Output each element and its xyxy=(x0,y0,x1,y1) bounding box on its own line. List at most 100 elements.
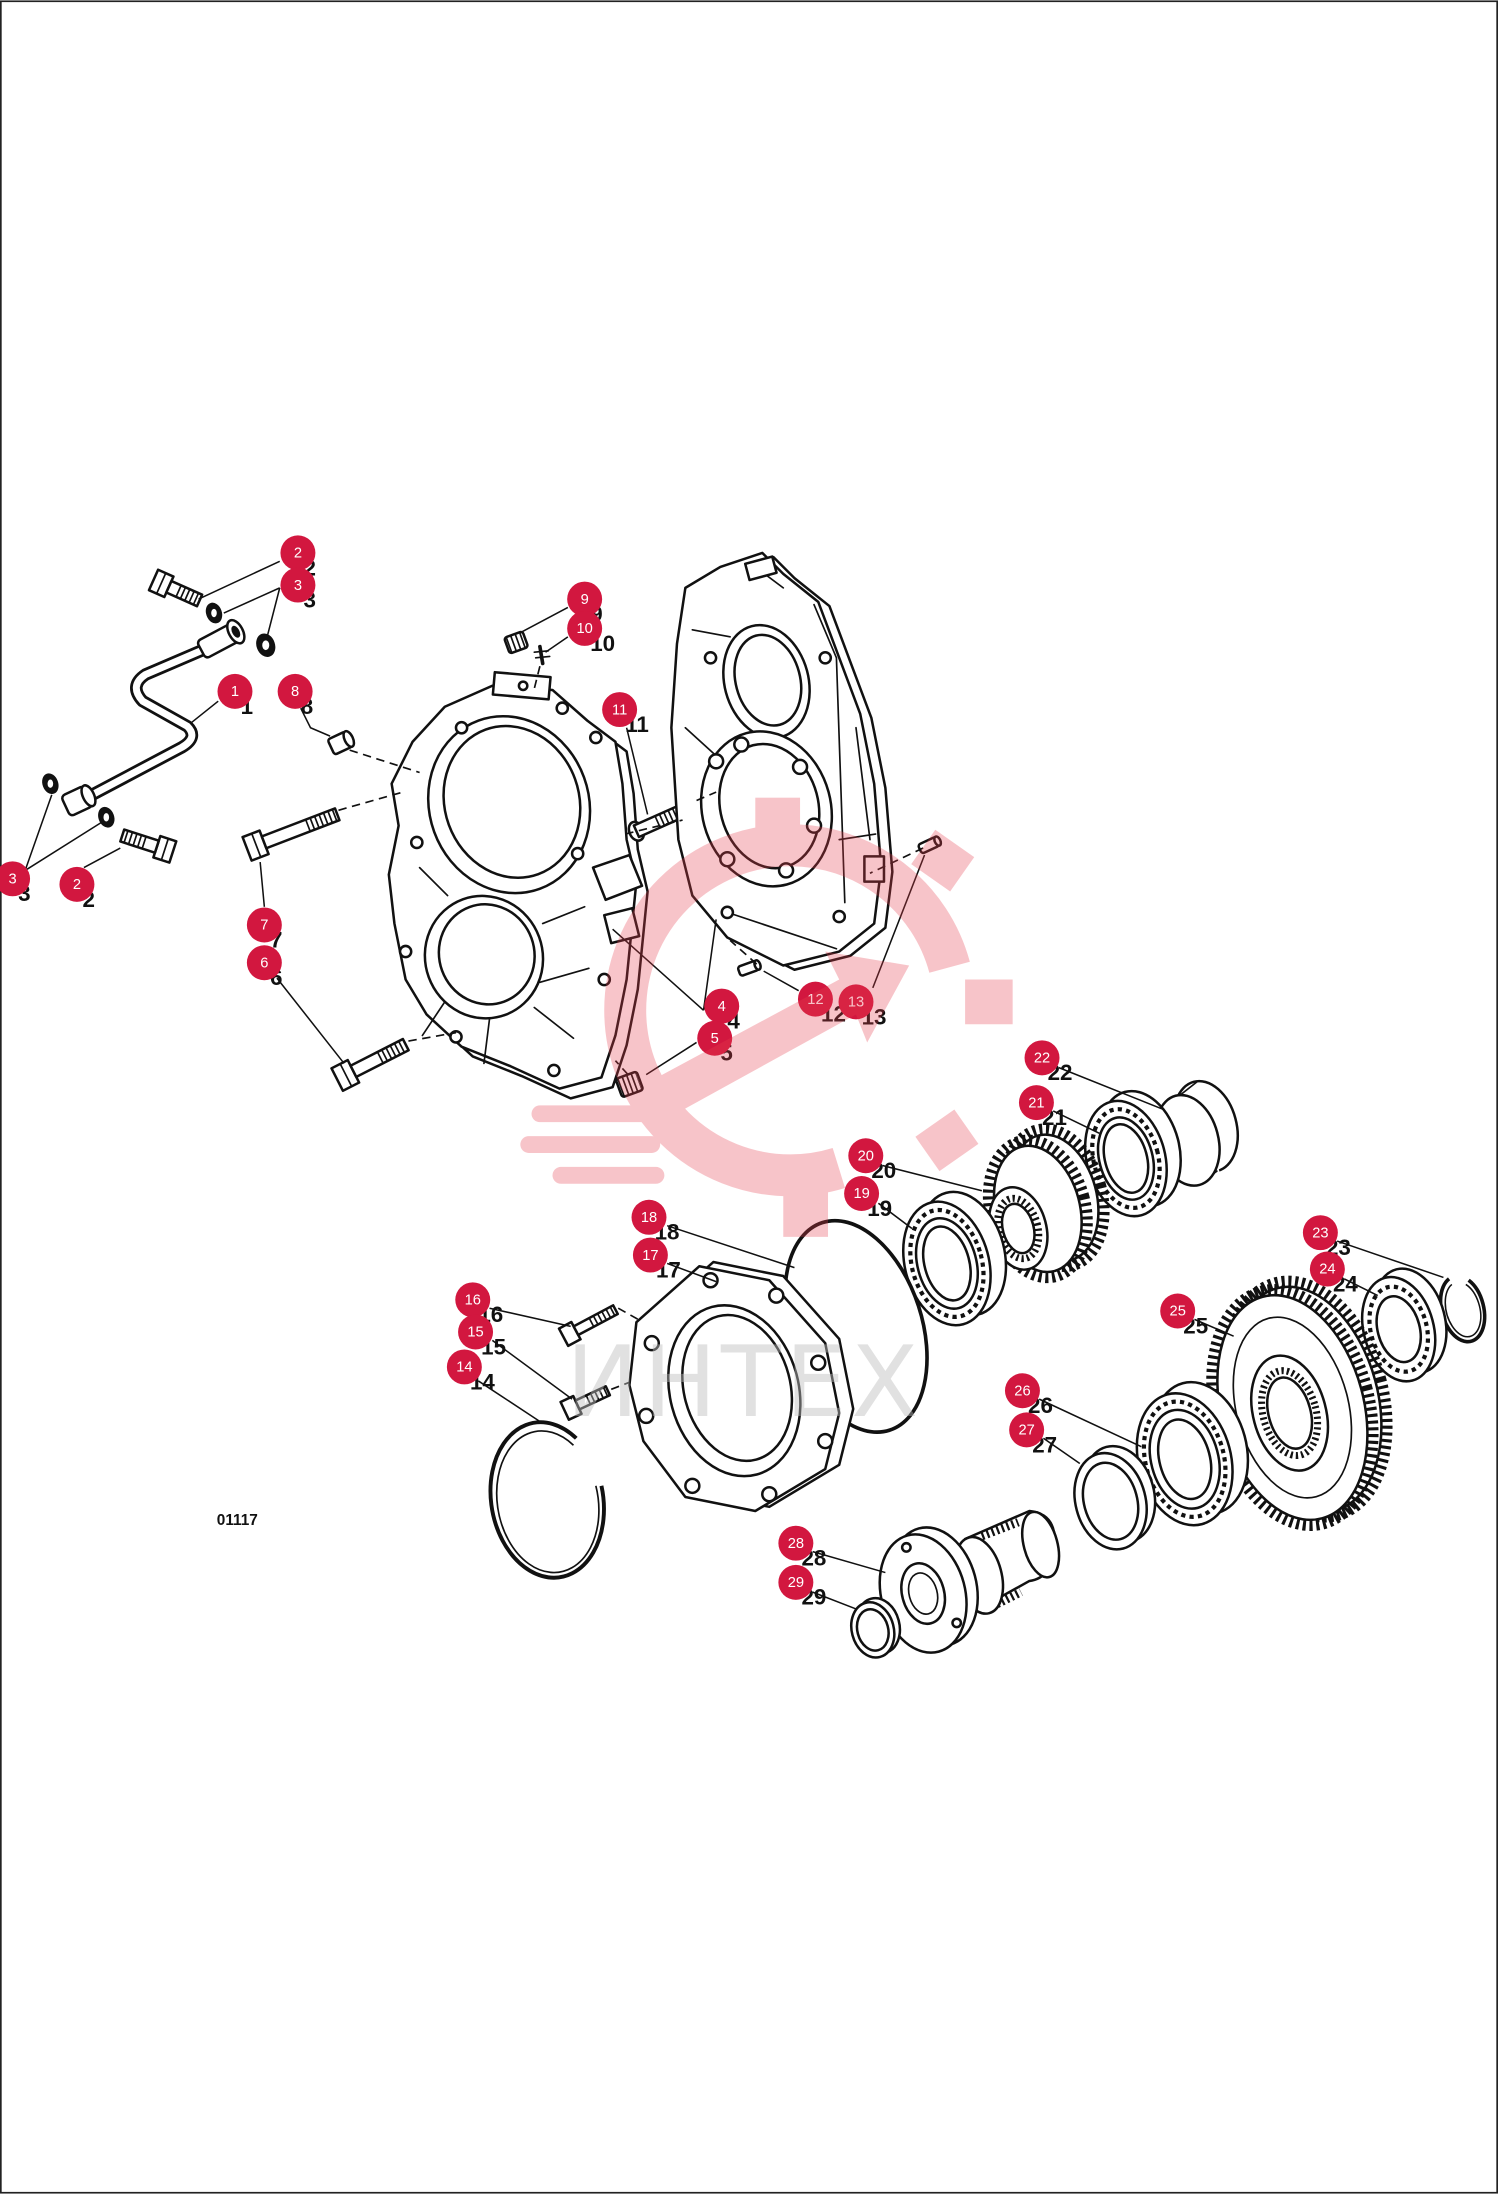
callout-number: 3 xyxy=(9,872,17,888)
callout-8[interactable]: 8 xyxy=(277,673,313,709)
callout-dot xyxy=(246,907,282,943)
rear-housing-cover xyxy=(670,551,894,971)
callout-dot xyxy=(280,535,316,571)
flange-bolt-b xyxy=(559,1385,612,1421)
callout-4[interactable]: 4 xyxy=(704,988,740,1024)
front-housing-cover xyxy=(387,670,649,1100)
banjo-fitting-lower xyxy=(61,784,97,817)
callout-29[interactable]: 29 xyxy=(778,1564,814,1600)
callout-dot xyxy=(1009,1412,1045,1448)
callout-20[interactable]: 20 xyxy=(848,1138,884,1174)
callout-27[interactable]: 27 xyxy=(1009,1412,1045,1448)
sealing-washer-lower-a xyxy=(42,773,59,795)
callout-22[interactable]: 22 xyxy=(1024,1040,1060,1076)
callout-number: 3 xyxy=(294,578,302,594)
callout-dot xyxy=(1018,1085,1054,1121)
callout-15[interactable]: 15 xyxy=(458,1314,494,1350)
callout-16[interactable]: 16 xyxy=(455,1282,491,1318)
callout-7[interactable]: 7 xyxy=(246,907,282,943)
oil-pipe xyxy=(80,634,231,804)
callout-number: 9 xyxy=(581,592,589,608)
callout-number: 13 xyxy=(848,995,864,1011)
callout-13[interactable]: 13 xyxy=(838,984,874,1020)
callout-dot xyxy=(1004,1373,1040,1409)
callout-number: 5 xyxy=(711,1031,719,1047)
callout-number: 6 xyxy=(260,955,268,971)
breather-fitting xyxy=(533,644,551,666)
circlip xyxy=(1438,1277,1487,1344)
callout-26[interactable]: 26 xyxy=(1004,1373,1040,1409)
callout-dot xyxy=(280,567,316,603)
callout-dot xyxy=(838,984,874,1020)
bearing-lower xyxy=(1135,1380,1250,1527)
callout-number: 18 xyxy=(641,1210,657,1226)
housing-bolt-short xyxy=(330,1037,410,1093)
callout-number: 16 xyxy=(465,1293,481,1309)
callout-number: 29 xyxy=(788,1575,804,1591)
callout-5[interactable]: 5 xyxy=(697,1020,733,1056)
callout-14[interactable]: 14 xyxy=(446,1349,482,1385)
snap-ring-large xyxy=(488,1420,606,1580)
callout-23[interactable]: 23 xyxy=(1302,1215,1338,1251)
callout-24[interactable]: 24 xyxy=(1309,1251,1345,1287)
callout-9[interactable]: 9 xyxy=(567,581,603,617)
nut-bottom xyxy=(615,1070,644,1098)
callout-dot xyxy=(632,1237,668,1273)
nut-top xyxy=(503,630,529,655)
callout-11[interactable]: 11 xyxy=(602,692,638,728)
callout-3[interactable]: 3 xyxy=(280,567,316,603)
callout-2[interactable]: 2 xyxy=(280,535,316,571)
figure-code: 01117 xyxy=(217,1512,258,1529)
callout-28[interactable]: 28 xyxy=(778,1525,814,1561)
callout-number: 2 xyxy=(73,877,81,893)
callout-dot xyxy=(1024,1040,1060,1076)
callout-number: 19 xyxy=(853,1186,869,1202)
bearing-right xyxy=(1360,1267,1448,1383)
callout-18[interactable]: 18 xyxy=(631,1199,667,1235)
callout-dot xyxy=(844,1176,880,1211)
callout-dot xyxy=(1302,1215,1338,1251)
callout-number: 11 xyxy=(612,702,627,718)
callout-dot xyxy=(778,1564,814,1600)
callout-21[interactable]: 21 xyxy=(1018,1085,1054,1121)
dowel-pin-b xyxy=(917,835,943,855)
callout-25[interactable]: 25 xyxy=(1160,1293,1196,1329)
callout-dot xyxy=(567,610,603,646)
callout-dot xyxy=(458,1314,494,1350)
callout-number: 15 xyxy=(467,1325,483,1341)
callout-dot xyxy=(246,945,282,981)
dowel-pin-a xyxy=(736,959,762,977)
flange-bolt-a xyxy=(557,1304,620,1348)
callout-19[interactable]: 19 xyxy=(844,1176,880,1211)
callout-dot xyxy=(848,1138,884,1174)
sealing-washer-upper-a xyxy=(205,602,223,624)
callout-10[interactable]: 10 xyxy=(567,610,603,646)
callout-dot xyxy=(602,692,638,728)
seal-ring-small xyxy=(850,1596,902,1659)
spacer-ring xyxy=(1073,1444,1157,1551)
callout-17[interactable]: 17 xyxy=(632,1237,668,1273)
callout-1[interactable]: 1 xyxy=(217,673,253,709)
leader-lines xyxy=(24,560,1444,1610)
callout-number: 27 xyxy=(1018,1423,1034,1439)
sealing-washer-lower-b xyxy=(98,806,115,828)
callout-3-2[interactable]: 3 xyxy=(0,861,31,897)
output-shaft-flange xyxy=(878,1509,1061,1654)
bearing-upper xyxy=(1083,1089,1182,1218)
callout-dot xyxy=(631,1199,667,1235)
callout-dot xyxy=(704,988,740,1024)
banjo-fitting-upper xyxy=(196,618,246,659)
callout-12[interactable]: 12 xyxy=(797,981,833,1017)
callout-number: 1 xyxy=(231,684,239,700)
callout-number: 28 xyxy=(788,1536,804,1552)
callout-number: 17 xyxy=(642,1248,658,1264)
callout-number: 12 xyxy=(807,992,823,1008)
callout-6[interactable]: 6 xyxy=(246,945,282,981)
callout-dot xyxy=(217,673,253,709)
callout-number: 21 xyxy=(1028,1095,1044,1111)
callout-2-2[interactable]: 2 xyxy=(59,866,95,902)
callout-dot xyxy=(455,1282,491,1318)
callout-dot xyxy=(1309,1251,1345,1287)
